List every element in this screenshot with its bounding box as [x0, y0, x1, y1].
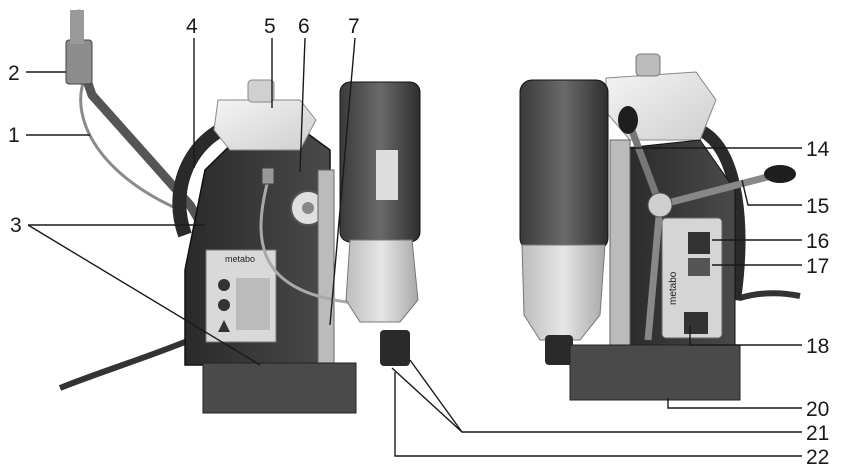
callout-18: 18: [806, 335, 829, 358]
callout-3: 3: [10, 214, 22, 237]
callout-21: 21: [806, 422, 829, 445]
strap-buckle: [65, 39, 93, 85]
callout-2: 2: [8, 62, 20, 85]
leader-22: [394, 372, 802, 457]
leader-15: [741, 179, 802, 206]
motor-switch-18: [684, 312, 708, 334]
callout-15: 15: [806, 195, 829, 218]
callout-17: 17: [806, 255, 829, 278]
callout-22: 22: [806, 446, 829, 469]
brand-marking-left: metabo: [225, 254, 255, 264]
warning-triangle: [218, 320, 230, 332]
callout-labels: 1 2 3 4 5 6 7 14 15 16 17 18 20 21 22: [8, 15, 830, 469]
warning-symbol: [218, 279, 230, 291]
power-cable-left: [58, 337, 192, 391]
callout-5: 5: [264, 15, 276, 38]
arbor-left: [380, 330, 410, 366]
strap-hook: [70, 10, 84, 44]
drill-right-view: metabo: [519, 53, 801, 401]
callout-6: 6: [298, 15, 310, 38]
callout-14: 14: [806, 138, 830, 161]
tank-cap-left: [247, 79, 275, 103]
feed-handle-lever-14: [624, 118, 664, 207]
leader-18: [689, 325, 802, 346]
coolant-tube: [259, 179, 381, 307]
guide-rail-right: [609, 139, 631, 351]
label-text-lines: [236, 278, 270, 330]
motor-rating-label: [376, 150, 398, 200]
warning-symbol-2: [218, 299, 230, 311]
leader-7: [329, 37, 356, 326]
callout-16: 16: [806, 230, 829, 253]
arbor-right: [545, 335, 573, 365]
feed-hub: [647, 192, 673, 218]
feed-knob-center: [302, 202, 314, 214]
power-cable-right: [739, 290, 801, 301]
callout-4: 4: [186, 15, 198, 38]
drill-left-view: metabo: [58, 9, 421, 414]
coolant-tank-left: [213, 99, 317, 151]
safety-strap-inner: [79, 79, 181, 212]
coolant-valve: [261, 167, 275, 185]
guide-rail: [317, 169, 335, 366]
carry-handle-right: [696, 124, 746, 301]
tank-cap-right: [635, 53, 661, 77]
magnet-base-right: [569, 344, 741, 401]
leader-21b: [409, 359, 463, 433]
leader-20: [667, 398, 802, 409]
gear-head-left: [345, 239, 419, 323]
callout-7: 7: [348, 15, 360, 38]
brand-marking-right: metabo: [668, 271, 679, 305]
drill-motor-right: [519, 79, 609, 251]
magnet-base-left: [202, 362, 357, 414]
handle-grip-right: [764, 165, 796, 183]
motor-switch-17: [688, 258, 710, 276]
callout-20: 20: [806, 398, 829, 421]
handle-grip-top: [618, 106, 638, 134]
feed-handle-lever-15: [659, 171, 776, 209]
leader-3b: [27, 224, 261, 366]
leader-6: [299, 37, 306, 173]
gear-head-right: [521, 244, 606, 341]
feed-handle-lever-down: [644, 204, 664, 341]
leader-lines: [26, 37, 802, 457]
magnet-switch-16: [688, 232, 710, 254]
callout-1: 1: [8, 124, 20, 147]
